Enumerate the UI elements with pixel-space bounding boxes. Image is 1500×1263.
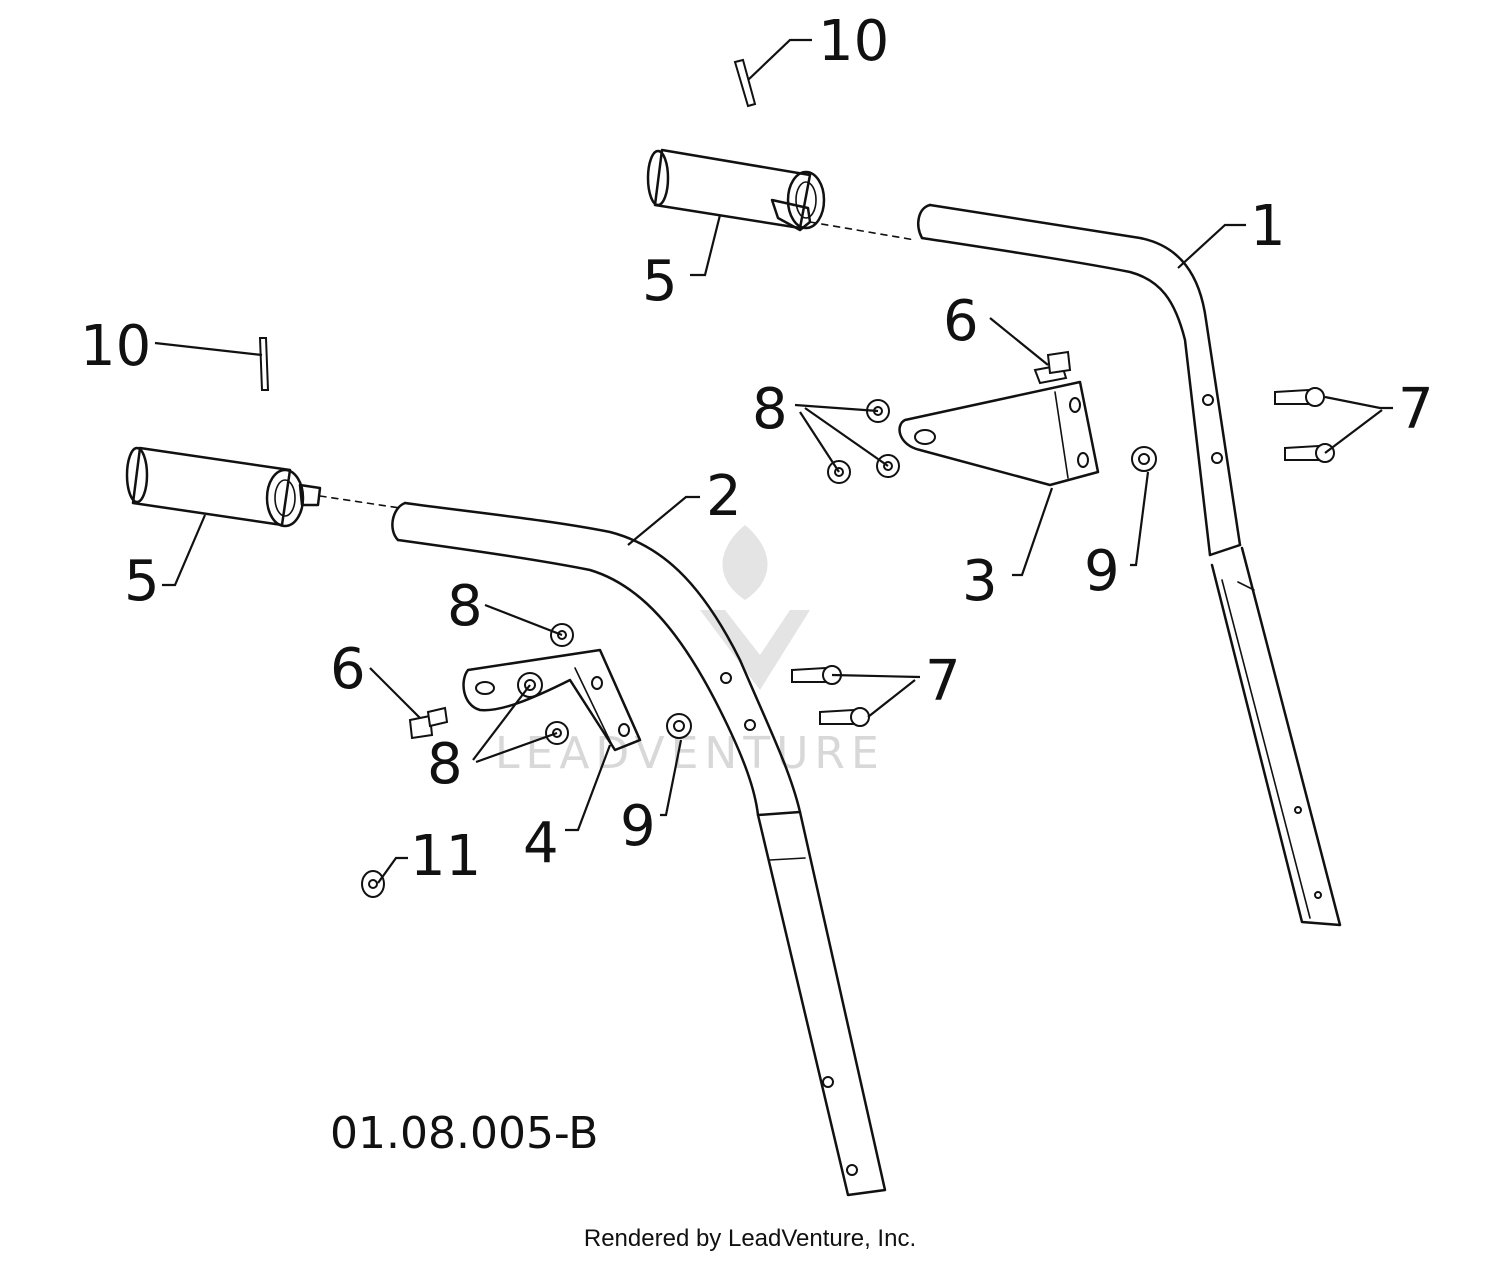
nut-11 — [361, 870, 385, 898]
pin-10-lower — [258, 337, 270, 391]
render-credit: Rendered by LeadVenture, Inc. — [584, 1225, 916, 1252]
watermark-v-icon — [700, 610, 810, 690]
grip-5-upper — [646, 148, 916, 241]
callout-6-lower: 6 — [330, 637, 366, 702]
bolt-6-upper — [1033, 350, 1072, 385]
leader-lines — [154, 38, 1393, 884]
bolts-7-upper — [1274, 387, 1335, 463]
callout-10-lower: 10 — [80, 314, 151, 379]
nuts-8 — [517, 399, 900, 745]
handle-2 — [391, 501, 887, 1197]
callout-2: 2 — [706, 464, 742, 529]
callout-3: 3 — [962, 549, 998, 614]
callout-5-upper: 5 — [642, 249, 678, 314]
callout-11: 11 — [410, 824, 481, 889]
bracket-4 — [462, 648, 642, 752]
callout-4: 4 — [523, 811, 559, 876]
callout-8-lower-top: 8 — [447, 574, 483, 639]
handle-1 — [917, 203, 1342, 927]
watermark-flame-icon — [722, 525, 768, 600]
callout-1: 1 — [1250, 194, 1286, 259]
callout-7-lower: 7 — [925, 649, 961, 714]
pin-10-upper — [733, 58, 757, 108]
callout-9-upper: 9 — [1084, 539, 1120, 604]
callout-8-lower: 8 — [427, 732, 463, 797]
callout-5-lower: 5 — [124, 549, 160, 614]
bolts-7-lower — [791, 665, 870, 727]
callout-labels: 10 1 5 6 8 7 3 9 10 2 5 8 6 7 8 4 9 11 — [80, 9, 1434, 889]
washers-9 — [666, 446, 1157, 739]
watermark: LEADVENTURE — [495, 525, 879, 779]
bolt-6-lower — [408, 706, 449, 740]
callout-7-upper: 7 — [1398, 377, 1434, 442]
callout-10-upper: 10 — [818, 9, 889, 74]
bracket-3 — [898, 380, 1100, 487]
callout-9-lower: 9 — [620, 794, 656, 859]
callout-6-upper: 6 — [943, 289, 979, 354]
callout-8-upper: 8 — [752, 377, 788, 442]
drawing-code: 01.08.005-B — [330, 1108, 598, 1159]
grip-5-lower — [125, 446, 401, 528]
